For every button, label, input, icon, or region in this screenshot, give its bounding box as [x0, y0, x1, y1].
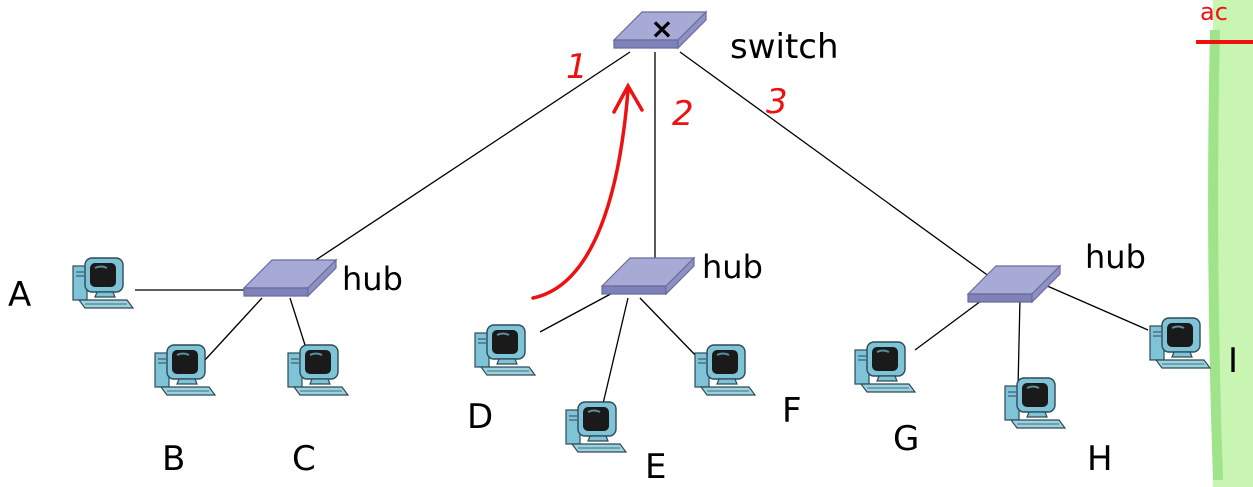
- host-h-label: H: [1087, 439, 1113, 479]
- host-c-label: C: [292, 439, 316, 479]
- port-2-label: 2: [672, 94, 694, 134]
- switch-label: switch: [730, 27, 839, 67]
- host-a-label: A: [8, 275, 31, 315]
- annotation-text: ac: [1200, 0, 1228, 26]
- host-g-label: G: [893, 419, 919, 459]
- link-b: [204, 297, 263, 361]
- switch: ×: [613, 11, 707, 49]
- link-e: [601, 297, 629, 409]
- frame-path-arrow: [531, 82, 644, 300]
- host-e-label: E: [645, 447, 666, 487]
- hub-2-label: hub: [702, 248, 763, 286]
- link-switch-hub3: [679, 51, 1009, 291]
- hub-2: [601, 257, 695, 295]
- host-links: [135, 284, 1149, 409]
- host-b-label: B: [162, 439, 185, 479]
- link-switch-hub1: [277, 51, 631, 286]
- link-f: [639, 297, 701, 361]
- switch-mark: ×: [650, 12, 673, 45]
- panel-edge: [1208, 29, 1223, 481]
- hub-1-label: hub: [342, 260, 403, 298]
- host-i-label: I: [1228, 341, 1238, 381]
- link-c: [289, 297, 306, 346]
- host-g-icon: [854, 341, 916, 393]
- link-i: [1044, 284, 1149, 331]
- hub-3-label: hub: [1085, 238, 1146, 276]
- host-f-icon: [694, 344, 756, 396]
- link-d: [539, 289, 619, 333]
- host-i-icon: [1149, 317, 1211, 369]
- port-3-label: 3: [766, 82, 788, 122]
- host-a-icon: [72, 257, 134, 309]
- link-g: [914, 297, 986, 351]
- link-h: [1017, 297, 1021, 389]
- host-f-label: F: [782, 391, 802, 431]
- host-d-icon: [474, 324, 536, 376]
- host-h-icon: [1004, 377, 1066, 429]
- switch-links: [277, 51, 1009, 291]
- port-1-label: 1: [566, 47, 588, 87]
- host-e-icon: [565, 401, 627, 453]
- host-d-label: D: [467, 397, 493, 437]
- host-b-icon: [154, 344, 216, 396]
- host-c-icon: [287, 344, 349, 396]
- hub-1: [243, 259, 337, 297]
